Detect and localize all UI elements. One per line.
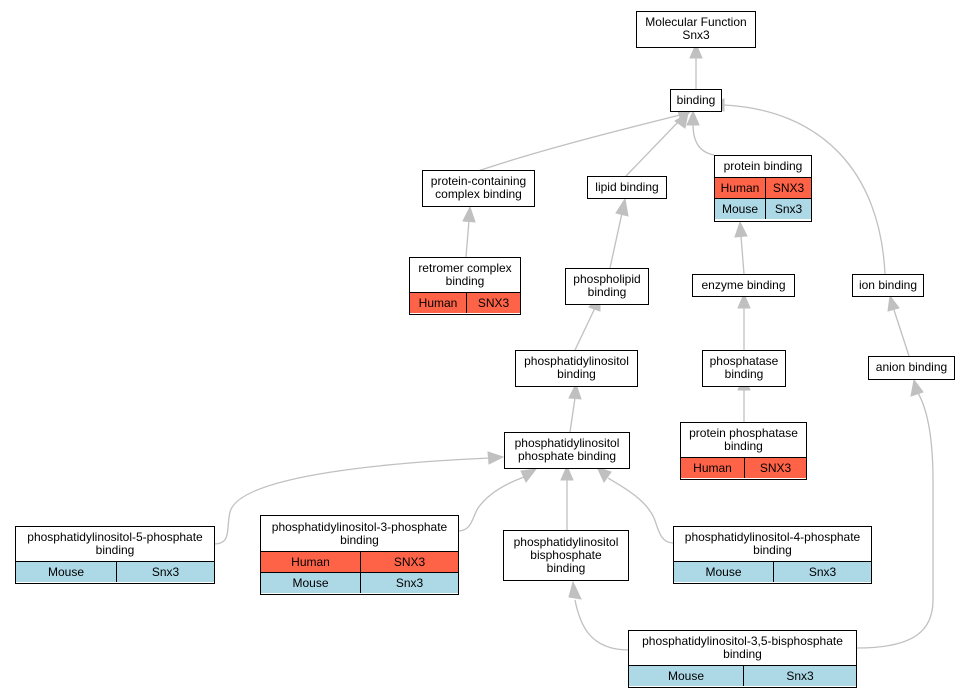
species-cell: Mouse (705, 564, 742, 579)
arrowhead (734, 220, 748, 238)
node-phosphatidylinositol-bisphosphate-binding[interactable]: phosphatidylinositol bisphosphate bindin… (503, 530, 629, 581)
node-title: anion binding (875, 360, 948, 374)
arrowhead (487, 451, 505, 465)
species-cell: Human (291, 554, 330, 569)
node-binding[interactable]: binding (670, 89, 722, 112)
node-protein-containing-complex-binding[interactable]: protein-containing complex binding (422, 170, 535, 207)
edge-pi-phosphate-to-phosphatidylinositol (569, 397, 576, 433)
species-cell: Mouse (292, 575, 329, 590)
node-protein-binding[interactable]: protein binding Human SNX3 Mouse Snx3 (714, 155, 812, 222)
node-phosphatidylinositol-phosphate-binding[interactable]: phosphatidylinositol phosphate binding (504, 432, 630, 469)
node-title: phospholipid binding (573, 272, 641, 299)
arrowhead (689, 42, 703, 59)
species-cell: Human (720, 180, 760, 195)
node-phosphatidylinositol-4-phosphate-binding[interactable]: phosphatidylinositol-4-phosphate binding… (673, 526, 872, 584)
node-anion-binding[interactable]: anion binding (868, 356, 955, 380)
node-molecular-function-root[interactable]: Molecular Function Snx3 (636, 11, 756, 48)
annotation-row-human: Human SNX3 (715, 177, 811, 198)
arrowhead (560, 464, 574, 481)
node-title: protein-containing complex binding (430, 174, 527, 201)
edge-protein-binding-to-binding (692, 123, 715, 156)
arrowhead (686, 109, 700, 126)
node-title: phosphatidylinositol-5-phosphate binding (27, 530, 203, 557)
node-phosphatidylinositol-3-5-bisphosphate-binding[interactable]: phosphatidylinositol-3,5-bisphosphate bi… (628, 630, 857, 688)
gene-cell: Snx3 (360, 573, 458, 593)
gene-cell: SNX3 (360, 552, 458, 572)
node-title: lipid binding (595, 179, 659, 194)
annotation-row-mouse: Mouse Snx3 (674, 561, 871, 582)
node-title: phosphatidylinositol-3,5-bisphosphate bi… (642, 634, 843, 661)
gene-cell: SNX3 (765, 178, 811, 198)
arrowhead (674, 111, 689, 129)
node-title: phosphatidylinositol binding (524, 354, 629, 381)
node-phospholipid-binding[interactable]: phospholipid binding (565, 268, 649, 305)
node-phosphatase-binding[interactable]: phosphatase binding (702, 350, 786, 387)
node-title: protein phosphatase binding (689, 426, 798, 453)
node-title: binding (676, 92, 716, 107)
edge-pi35p2-to-anion (856, 392, 934, 649)
node-phosphatidylinositol-3-phosphate-binding[interactable]: phosphatidylinositol-3-phosphate binding… (260, 515, 459, 595)
edge-retromer-to-protein-containing (465, 219, 470, 258)
node-protein-phosphatase-binding[interactable]: protein phosphatase binding Human SNX3 (680, 422, 807, 480)
species-cell: Mouse (47, 564, 85, 579)
node-retromer-complex-binding[interactable]: retromer complex binding Human SNX3 (409, 257, 521, 315)
node-enzyme-binding[interactable]: enzyme binding (692, 274, 795, 297)
edge-pi4p-to-pi-phosphate (607, 477, 674, 544)
node-title: phosphatidylinositol phosphate binding (514, 436, 620, 463)
edge-ion-binding-to-binding (723, 104, 886, 275)
edge-lipid-binding-to-binding (625, 119, 681, 177)
annotation-row-mouse: Mouse Snx3 (261, 572, 458, 593)
annotation-row-mouse: Mouse Snx3 (715, 198, 811, 219)
arrowhead (520, 468, 538, 483)
gene-cell: SNX3 (744, 458, 806, 478)
arrowhead (596, 466, 612, 483)
node-title: phosphatase binding (709, 354, 779, 381)
species-cell: Mouse (721, 201, 759, 216)
annotation-row-mouse: Mouse Snx3 (629, 665, 856, 686)
edge-pi35p2-to-pi-bisphosphate (574, 599, 630, 651)
edge-phosphatidylinositol-to-phospholipid (574, 307, 596, 351)
node-title: ion binding (858, 277, 918, 292)
node-phosphatidylinositol-binding[interactable]: phosphatidylinositol binding (515, 350, 638, 387)
arrowhead (737, 292, 751, 309)
node-phosphatidylinositol-5-phosphate-binding[interactable]: phosphatidylinositol-5-phosphate binding… (15, 526, 215, 584)
species-cell: Mouse (667, 668, 705, 683)
gene-cell: Snx3 (743, 666, 856, 686)
arrowhead (910, 378, 924, 397)
gene-cell: Snx3 (116, 562, 214, 582)
annotation-row-human: Human SNX3 (410, 292, 520, 313)
node-ion-binding[interactable]: ion binding (852, 274, 924, 297)
edge-anion-to-ion (893, 309, 910, 357)
edge-phospholipid-to-lipid (609, 212, 623, 269)
species-cell: Human (418, 295, 458, 310)
node-lipid-binding[interactable]: lipid binding (587, 176, 667, 199)
node-title: Molecular Function Snx3 (645, 15, 747, 42)
gene-cell: SNX3 (466, 293, 520, 313)
node-title: phosphatidylinositol bisphosphate bindin… (513, 534, 619, 575)
species-cell: Human (693, 460, 732, 475)
gene-cell: Snx3 (765, 199, 811, 219)
node-title: retromer complex binding (418, 261, 512, 288)
annotation-row-human: Human SNX3 (261, 551, 458, 572)
edge-enzyme-to-protein-binding (740, 235, 745, 275)
arrowhead (568, 382, 582, 400)
edge-pi5p-to-pi-phosphate (213, 457, 491, 545)
node-title: phosphatidylinositol-4-phosphate binding (684, 530, 861, 557)
node-title: enzyme binding (701, 277, 786, 292)
edge-pi3p-to-pi-phosphate (458, 476, 525, 532)
gene-cell: Snx3 (773, 562, 871, 582)
node-title: protein binding (723, 159, 803, 173)
annotation-row-human: Human SNX3 (681, 457, 806, 478)
node-title: phosphatidylinositol-3-phosphate binding (271, 519, 448, 547)
arrowhead (568, 580, 582, 600)
arrowhead (615, 197, 629, 217)
arrowhead (887, 294, 900, 312)
arrowhead (462, 205, 476, 223)
edge-protein-containing-complex-binding-to-binding (477, 114, 681, 172)
annotation-row-mouse: Mouse Snx3 (16, 561, 214, 582)
